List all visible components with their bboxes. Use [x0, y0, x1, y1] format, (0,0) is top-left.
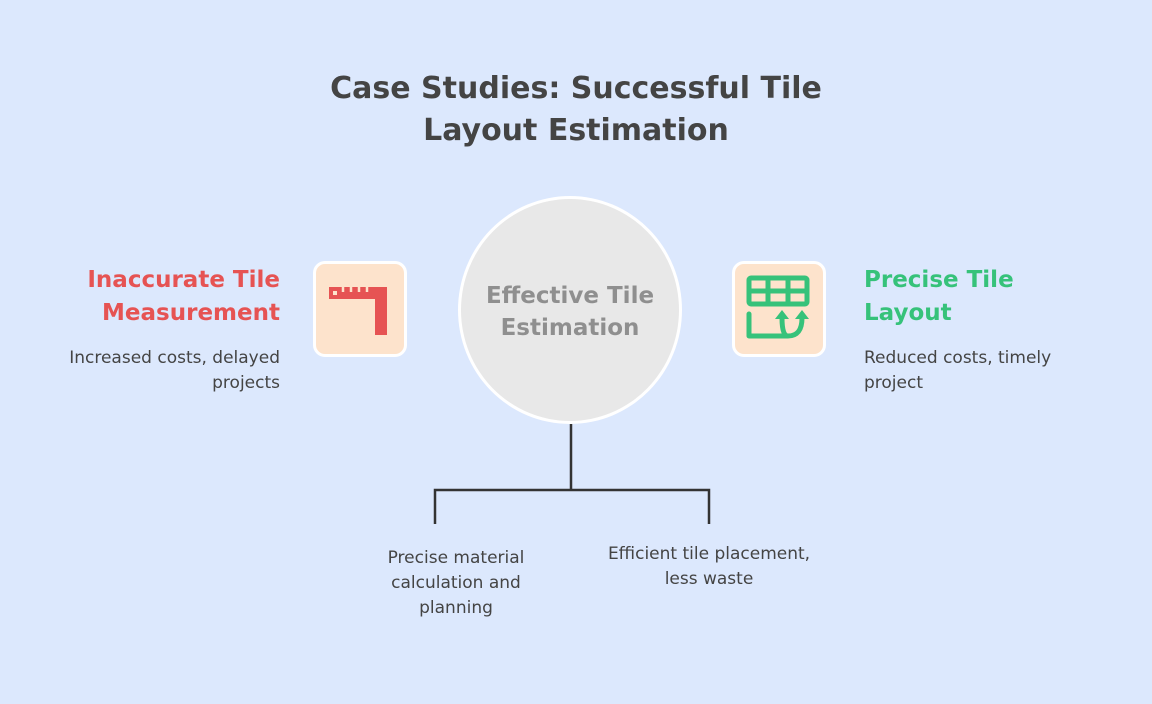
right-icon-box: [732, 261, 826, 357]
branch-text-right: Efficient tile placement, less waste: [607, 544, 811, 589]
left-icon-box: [313, 261, 407, 357]
left-heading: Inaccurate Tile Measurement: [87, 267, 280, 326]
center-circle: [458, 196, 682, 424]
tile-grid-arrows-icon: [746, 275, 810, 339]
diagram-title: Case Studies: Successful Tile Layout Est…: [330, 71, 822, 148]
right-heading: Precise Tile Layout: [864, 267, 1014, 326]
center-label: Effective Tile Estimation: [485, 283, 655, 341]
ruler-square-icon: [329, 287, 387, 335]
branch-text-left: Precise material calculation and plannin…: [387, 548, 525, 618]
left-description: Increased costs, delayed projects: [69, 348, 280, 393]
right-description: Reduced costs, timely project: [864, 348, 1052, 393]
